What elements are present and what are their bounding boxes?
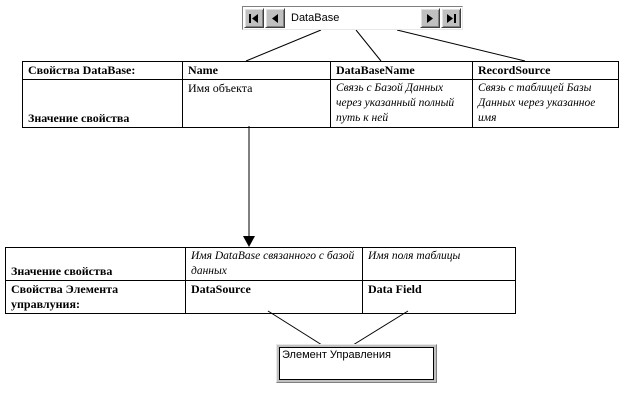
table2-cell-datafield-desc: Имя поля таблицы — [362, 247, 516, 281]
table1-header-name: Name — [182, 61, 331, 80]
data-control-caption: DataBase — [286, 8, 419, 28]
move-first-icon — [249, 13, 259, 23]
arrowhead-down-icon — [243, 236, 255, 247]
database-properties-table: Свойства DataBase: Name DataBaseName Rec… — [22, 61, 619, 128]
table2-cell-properties-label: Свойства Элемента управлуния: — [5, 280, 186, 314]
control-element-properties-table: Значение свойства Имя DataBase связанног… — [5, 247, 516, 314]
line-control-to-databasename — [355, 29, 382, 62]
table1-cell-recordsource-desc: Связь с таблицей Базы Данных через указа… — [472, 79, 619, 128]
line-datasource-to-element — [267, 310, 323, 346]
control-element-box[interactable]: Элемент Управления — [276, 344, 437, 383]
line-control-to-recordsource — [396, 29, 526, 62]
line-control-to-name — [245, 29, 322, 62]
move-previous-button[interactable] — [265, 8, 285, 28]
move-first-button[interactable] — [244, 8, 264, 28]
table-row: Свойства DataBase: Name DataBaseName Rec… — [22, 61, 619, 80]
table1-cell-databasename-desc: Связь с Базой Данных через указанный пол… — [330, 79, 473, 128]
data-navigator-control[interactable]: DataBase — [242, 6, 463, 30]
table2-cell-datasource-desc: Имя DataBase связанного с базой данных — [185, 247, 363, 281]
table2-cell-datafield: Data Field — [362, 280, 516, 314]
table-row: Значение свойства Имя DataBase связанног… — [5, 247, 516, 281]
move-next-button[interactable] — [420, 8, 440, 28]
table1-cell-value-label: Значение свойства — [22, 79, 183, 128]
table1-header-properties: Свойства DataBase: — [22, 61, 183, 80]
table-row: Значение свойства Имя объекта Связь с Ба… — [22, 79, 619, 128]
table1-header-databasename: DataBaseName — [330, 61, 473, 80]
control-element-label: Элемент Управления — [279, 347, 434, 380]
move-previous-icon — [271, 13, 279, 23]
table2-cell-value-label: Значение свойства — [5, 247, 186, 281]
table2-cell-datasource: DataSource — [185, 280, 363, 314]
move-last-button[interactable] — [441, 8, 461, 28]
table1-header-recordsource: RecordSource — [472, 61, 619, 80]
move-next-icon — [426, 13, 434, 23]
table1-cell-name-desc: Имя объекта — [182, 79, 331, 128]
line-datafield-to-element — [352, 310, 409, 346]
move-last-icon — [446, 13, 456, 23]
table-row: Свойства Элемента управлуния: DataSource… — [5, 280, 516, 314]
